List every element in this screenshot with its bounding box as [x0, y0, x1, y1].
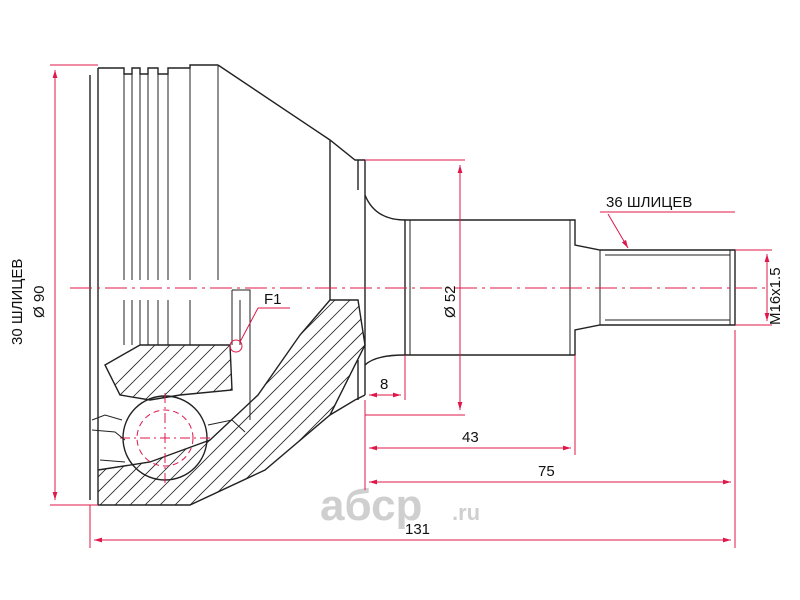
diameter-90-label: Ø 90: [31, 285, 48, 318]
dim-75: 75: [369, 330, 736, 548]
dim-131-label: 131: [405, 521, 430, 538]
ball: [91, 393, 246, 483]
f1-callout: F1: [229, 291, 290, 353]
inner-race: [104, 344, 233, 401]
inner-race-hatch: [105, 345, 232, 400]
dim-diameter-90: 30 ШЛИЦЕВ Ø 90: [9, 64, 98, 506]
dim-8: 8: [369, 355, 406, 400]
diameter-52-label: Ø 52: [442, 285, 459, 318]
housing: [89, 64, 366, 506]
dim-diameter-52: Ø 52: [365, 159, 465, 416]
dim-8-label: 8: [380, 376, 388, 393]
dim-43-label: 43: [462, 429, 479, 446]
f1-label: F1: [264, 291, 282, 308]
watermark-logo: абср .ru: [320, 481, 480, 530]
thread-label: M16x1.5: [767, 267, 784, 325]
dim-131: 131: [89, 505, 731, 548]
watermark-brand: абср: [320, 481, 422, 530]
dim-43: 43: [364, 355, 576, 490]
splines-outer-callout: 36 ШЛИЦЕВ: [600, 194, 735, 249]
watermark-domain: .ru: [452, 500, 480, 525]
section-outline: [97, 299, 366, 471]
splines-inner-label: 30 ШЛИЦЕВ: [9, 259, 26, 345]
dim-thread: M16x1.5: [735, 249, 784, 326]
dim-75-label: 75: [538, 463, 555, 480]
splines-outer-label: 36 ШЛИЦЕВ: [606, 194, 692, 211]
